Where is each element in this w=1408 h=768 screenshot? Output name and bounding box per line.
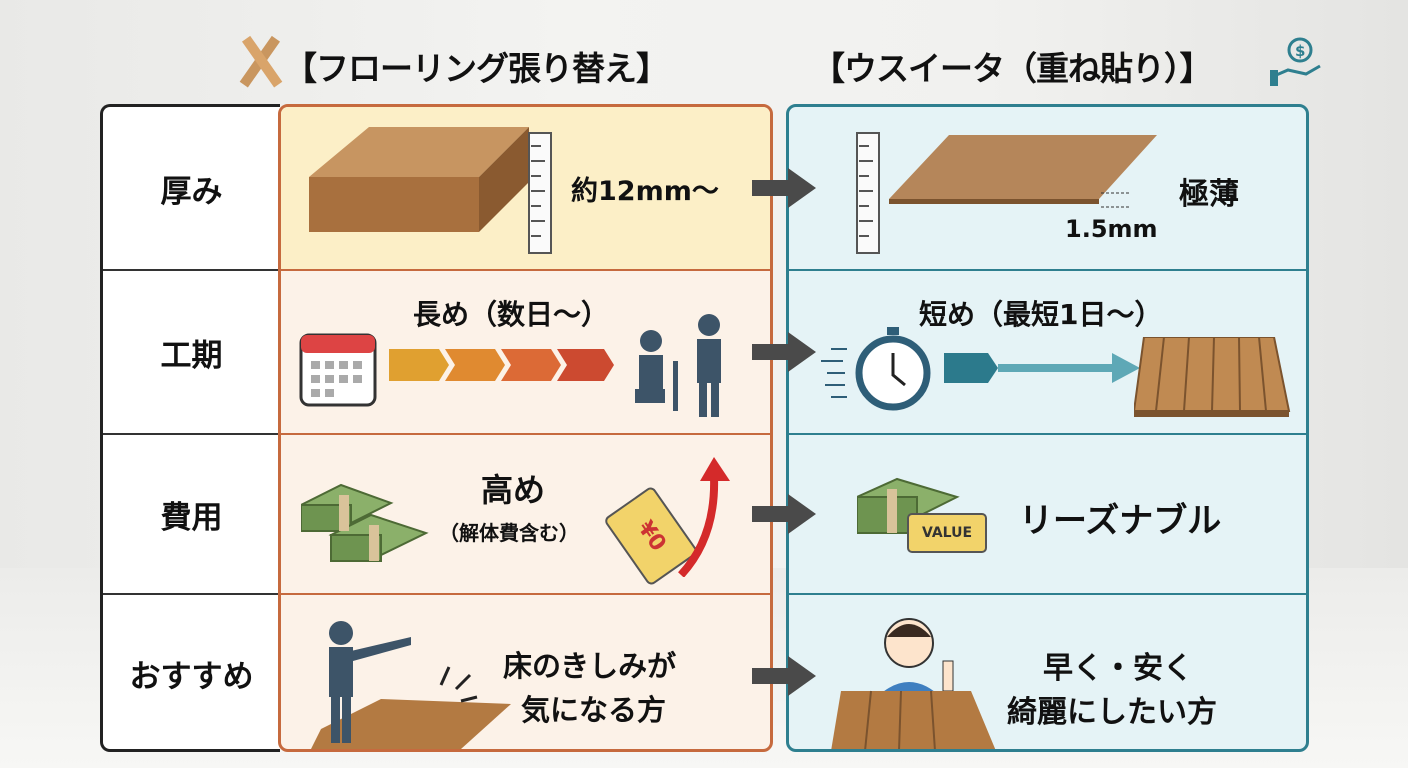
arrow-recommended [752, 656, 816, 696]
row-label-recommended: おすすめ [129, 659, 254, 695]
right-thickness-cell: 極薄 1.5mm [789, 107, 1306, 271]
right-duration-cell: 短め（最短1日〜） [789, 271, 1306, 435]
value-tag: VALUE [907, 513, 987, 553]
row-label-thickness: 厚み [103, 107, 280, 271]
right-column-title: 【ウスイータ（重ね貼り）】 [812, 49, 1212, 88]
value-tag-label: VALUE [921, 525, 973, 541]
row-label-cost: 費用 [103, 435, 280, 595]
left-cost-cell: 高め （解体費含む） ¥0 [281, 435, 770, 595]
svg-text:$: $ [1295, 42, 1305, 60]
thick-plank-icon [309, 127, 529, 232]
rising-arrow-icon [678, 457, 730, 577]
arrow-thickness [752, 168, 816, 208]
flooring-replacement-column: 約12mm〜 長め（数日〜） 高め （解体費含む） ¥0 床のきしみが 気になる… [278, 104, 773, 752]
progress-chevrons-icon [389, 349, 614, 381]
left-recommended-line2: 気になる方 [521, 693, 667, 727]
left-cost-value: 高め [481, 471, 546, 509]
right-cost-value: リーズナブル [1019, 501, 1222, 541]
left-cost-note: （解体費含む） [439, 521, 579, 545]
arrow-cost [752, 494, 816, 534]
row-label-duration: 工期 [103, 271, 280, 435]
fast-arrow-icon [944, 353, 1140, 383]
usuita-overlay-column: 極薄 1.5mm 短め（最短1日〜） VALUE リーズナブル 早く・安く 綺麗… [786, 104, 1309, 752]
arrow-duration [752, 332, 816, 372]
stopwatch-icon [821, 327, 931, 411]
ruler-icon [528, 132, 552, 254]
money-stack-icon [301, 483, 429, 562]
happy-person-icon [831, 618, 996, 749]
calendar-icon [299, 333, 377, 407]
right-thickness-measure: 1.5mm [1065, 215, 1158, 243]
right-recommended-line1: 早く・安く [1043, 651, 1193, 686]
right-thickness-value: 極薄 [1179, 177, 1239, 212]
tools-icon [239, 35, 283, 88]
left-column-title: 【フローリング張り替え】 [284, 49, 669, 88]
right-duration-value: 短め（最短1日〜） [919, 298, 1163, 331]
right-recommended-line2: 綺麗にしたい方 [1007, 695, 1217, 730]
ruler-icon [856, 132, 880, 254]
right-cost-cell: VALUE リーズナブル [789, 435, 1306, 595]
left-duration-value: 長め（数日〜） [413, 298, 610, 331]
price-tag-label: ¥0 [631, 516, 671, 556]
left-thickness-value: 約12mm〜 [571, 176, 719, 207]
workers-icon [635, 314, 721, 417]
left-recommended-line1: 床のきしみが [503, 649, 677, 683]
thin-sheet-icon [889, 135, 1157, 208]
right-recommended-cell: 早く・安く 綺麗にしたい方 [789, 595, 1306, 749]
money-hand-icon: $ [1270, 37, 1321, 86]
pointing-person-icon [311, 621, 511, 749]
finished-floor-icon [1134, 337, 1291, 417]
row-labels: 厚み 工期 費用 おすすめ [100, 104, 280, 752]
left-duration-cell: 長め（数日〜） [281, 271, 770, 435]
left-recommended-cell: 床のきしみが 気になる方 [281, 595, 770, 749]
left-thickness-cell: 約12mm〜 [281, 107, 770, 271]
